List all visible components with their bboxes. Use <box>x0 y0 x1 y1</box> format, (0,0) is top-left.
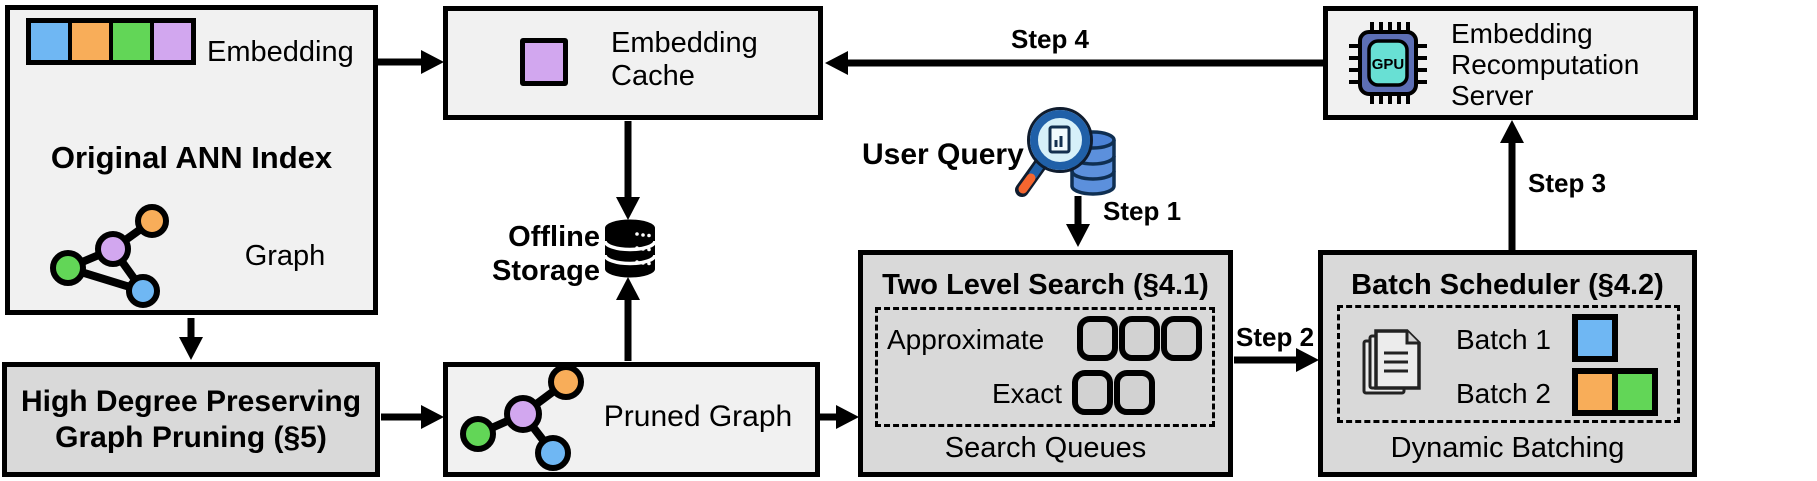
step1-label: Step 1 <box>1103 196 1182 226</box>
two-level-search-box: Two Level Search (§4.1) Approximate Exac… <box>858 250 1233 477</box>
batch1-squares <box>1572 314 1618 362</box>
batch2-label: Batch 2 <box>1456 378 1551 409</box>
queue-slot <box>1072 370 1113 415</box>
graph-pruning-box: High Degree Preserving Graph Pruning (§5… <box>2 362 380 477</box>
cached-embedding-icon <box>520 38 568 86</box>
pruned-graph-label: Pruned Graph <box>603 400 793 433</box>
embedding-vector-icon <box>26 18 196 65</box>
orange-square <box>1578 374 1612 410</box>
queue-slot <box>1161 316 1202 361</box>
graph-label: Graph <box>244 240 326 272</box>
graph-pruning-title-line2: Graph Pruning (§5) <box>55 420 327 454</box>
queue-slot <box>1114 370 1155 415</box>
batch-scheduler-title: Batch Scheduler (§4.2) <box>1351 269 1664 301</box>
step4-label: Step 4 <box>1010 24 1090 54</box>
embedding-cache-box: Embedding Cache <box>443 6 823 120</box>
search-queues-caption: Search Queues <box>944 432 1147 464</box>
search-queues-dashed-box <box>875 307 1215 427</box>
green-square <box>1618 374 1652 410</box>
pruned-graph-box: Pruned Graph <box>443 362 820 477</box>
exact-label: Exact <box>991 378 1062 409</box>
batch-scheduler-box: Batch Scheduler (§4.2) Batch 1 Batch 2 D… <box>1318 250 1697 477</box>
blue-square <box>1578 320 1612 356</box>
arrows <box>187 58 1516 421</box>
embedding-cache-label: Embedding Cache <box>611 27 758 92</box>
user-query-label: User Query <box>862 138 1024 171</box>
original-ann-index-box: Embedding Original ANN Index Graph <box>5 5 378 315</box>
batch2-squares <box>1572 368 1658 416</box>
dynamic-batching-dashed-box <box>1337 305 1680 423</box>
orange-square <box>72 23 109 60</box>
approximate-label: Approximate <box>887 324 1045 355</box>
dynamic-batching-caption: Dynamic Batching <box>1390 432 1625 464</box>
blue-square <box>31 23 68 60</box>
recomputation-server-label: Embedding Recomputation Server <box>1451 18 1640 111</box>
green-square <box>113 23 150 60</box>
database-storage-icon <box>603 219 657 278</box>
queue-slot <box>1119 316 1160 361</box>
recomputation-server-box: Embedding Recomputation Server <box>1323 6 1698 120</box>
exact-queue-slots <box>1072 370 1155 415</box>
purple-square <box>154 23 191 60</box>
step2-label: Step 2 <box>1236 322 1315 352</box>
graph-pruning-title-line1: High Degree Preserving <box>20 384 362 418</box>
two-level-search-title: Two Level Search (§4.1) <box>882 269 1209 301</box>
offline-storage-label: Offline Storage <box>492 221 600 287</box>
approximate-queue-slots <box>1077 316 1202 361</box>
step3-label: Step 3 <box>1528 168 1607 198</box>
batch1-label: Batch 1 <box>1456 324 1551 355</box>
original-ann-index-title: Original ANN Index <box>50 140 333 175</box>
queue-slot <box>1077 316 1118 361</box>
embedding-label: Embedding <box>207 36 354 68</box>
